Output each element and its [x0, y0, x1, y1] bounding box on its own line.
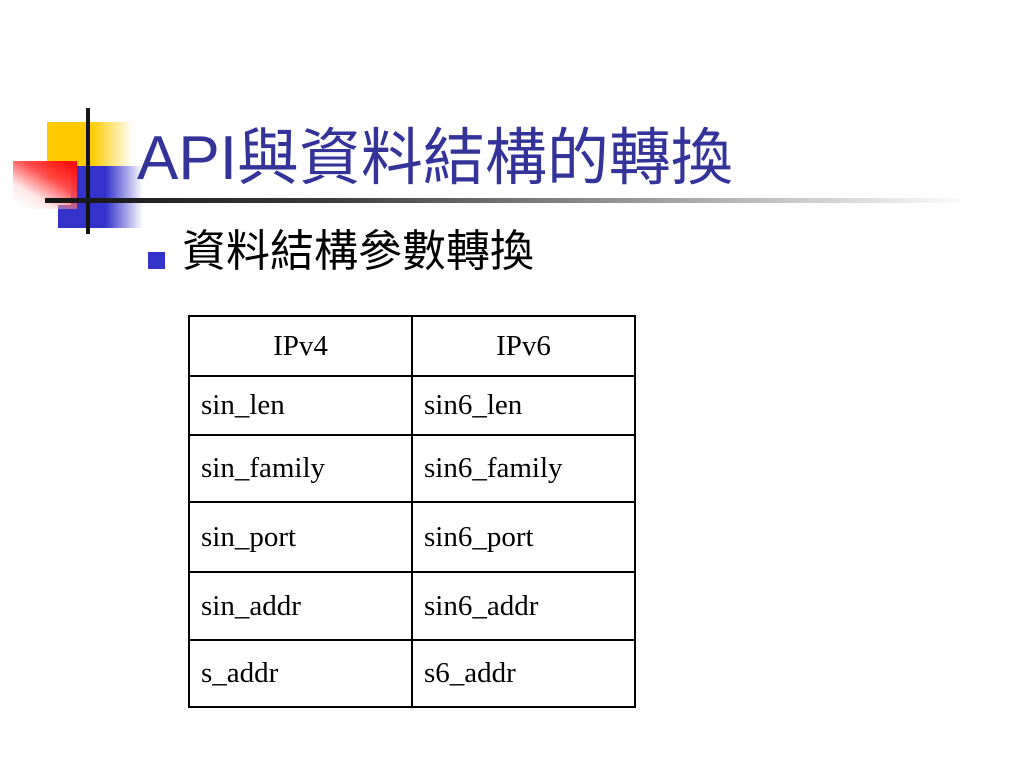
table-cell: sin_addr: [188, 571, 413, 641]
table-header-ipv6: IPv6: [411, 315, 636, 377]
table-row: sin_addr sin6_addr: [188, 571, 636, 641]
table-cell: sin_family: [188, 434, 413, 503]
table-cell: sin_len: [188, 375, 413, 436]
ipv4-ipv6-conversion-table: IPv4 IPv6 sin_len sin6_len sin_family si…: [188, 315, 636, 708]
table-row: sin_family sin6_family: [188, 434, 636, 503]
slide-title: API與資料結構的轉換: [137, 124, 733, 193]
table-cell: sin6_family: [411, 434, 636, 503]
table-cell: s6_addr: [411, 639, 636, 708]
decor-blue-square: [71, 166, 143, 228]
table-cell: sin6_port: [411, 501, 636, 573]
table-cell: sin6_len: [411, 375, 636, 436]
table-row: sin_len sin6_len: [188, 375, 636, 436]
table-cell: sin_port: [188, 501, 413, 573]
table-header-row: IPv4 IPv6: [188, 315, 636, 377]
table-row: sin_port sin6_port: [188, 501, 636, 573]
table-cell: sin6_addr: [411, 571, 636, 641]
table-row: s_addr s6_addr: [188, 639, 636, 708]
bullet-square-icon: [148, 252, 165, 269]
table-header-ipv4: IPv4: [188, 315, 413, 377]
table-cell: s_addr: [188, 639, 413, 708]
decor-vertical-line: [86, 108, 90, 234]
bullet-text: 資料結構參數轉換: [182, 227, 534, 276]
title-underline-rule: [45, 198, 962, 203]
